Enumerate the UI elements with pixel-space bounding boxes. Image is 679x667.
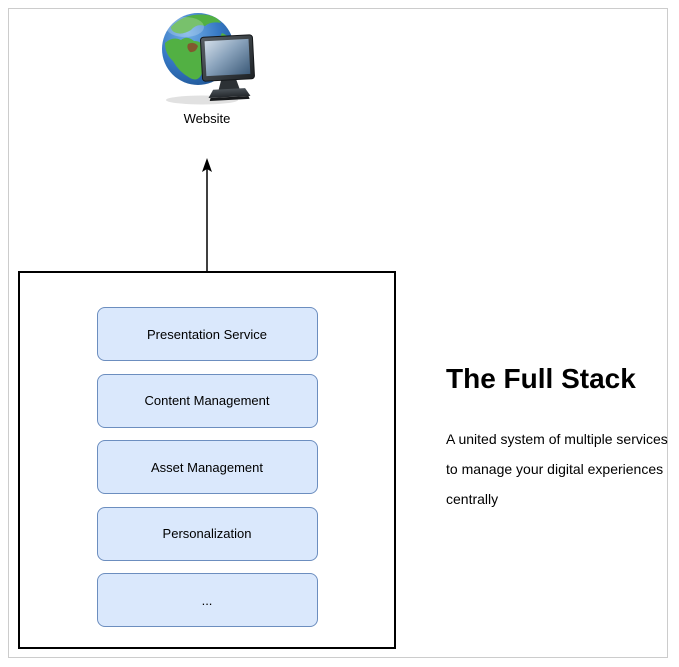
description-line: A united system of multiple services [446,431,668,447]
description-body: A united system of multiple services to … [446,424,671,514]
service-box-label: Content Management [144,393,270,408]
full-stack-container: Presentation Service Content Management … [18,271,396,649]
arrow-stack-to-website [202,158,212,271]
description-line: centrally [446,491,499,507]
service-box-label: ... [201,592,213,608]
service-box-personalization: Personalization [96,506,318,561]
globe-monitor-icon [162,13,255,105]
service-box-label: Asset Management [150,459,263,475]
service-box-presentation: Presentation Service [96,307,318,361]
service-box-ellipsis: ... [96,573,318,627]
service-box-asset-management: Asset Management [96,440,318,494]
service-box-content-management: Content Management [96,373,318,428]
website-node: Website [158,8,256,126]
service-box-label: Presentation Service [147,326,267,342]
description-block: The Full Stack A united system of multip… [446,362,671,514]
description-title: The Full Stack [446,363,636,394]
service-box-label: Personalization [162,526,252,541]
description-line: to manage your digital experiences [446,461,664,477]
website-node-label: Website [183,111,231,126]
